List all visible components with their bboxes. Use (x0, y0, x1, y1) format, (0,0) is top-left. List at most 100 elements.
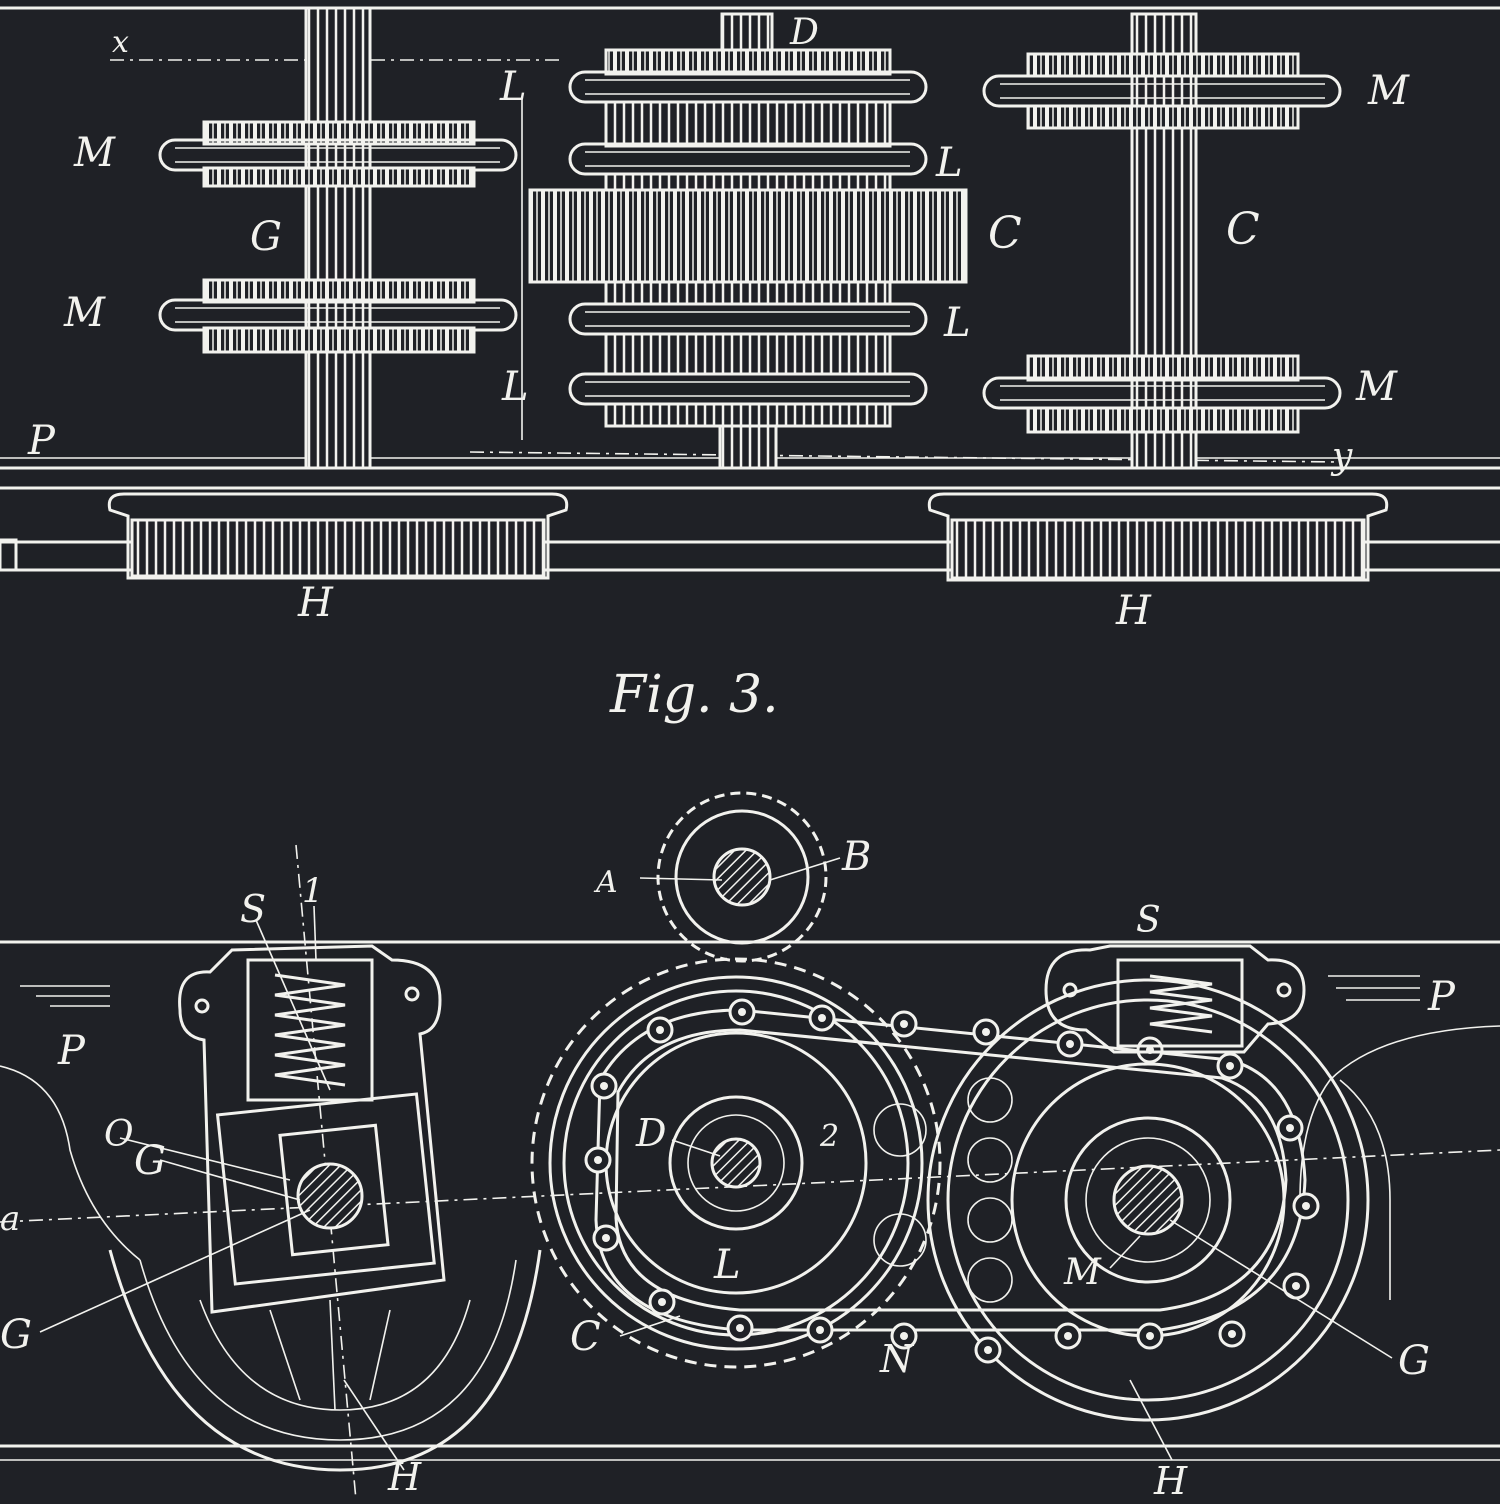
chain-roller-pin (818, 1014, 826, 1022)
pinion-B (656, 791, 828, 963)
wheel-H-left (108, 1249, 542, 1472)
top-elevation-view: x y D P L L L L M M M M G C C H H (0, 6, 1500, 634)
center-collar-top (604, 48, 892, 76)
center-line-y (469, 451, 1341, 463)
label-M-2: M (63, 290, 106, 336)
chain-roller-pin (1228, 1330, 1236, 1338)
chain-roller-pin (600, 1082, 608, 1090)
chain-roller-pin (1302, 1202, 1310, 1210)
chain-roller-pin (594, 1156, 602, 1164)
shaft-G-right (1112, 1164, 1184, 1236)
spring-S-right (1149, 974, 1213, 1034)
left-collar-3 (202, 278, 476, 304)
frame-curve-left (0, 1065, 141, 1261)
center-disc-1 (568, 70, 928, 104)
label-M-4: M (1355, 364, 1398, 410)
center-shaft-top (720, 12, 774, 56)
chain-roller-pin (1286, 1124, 1294, 1132)
label-L-1: L (499, 64, 527, 110)
label-C-side: C (570, 1314, 601, 1360)
label-P-right: P (1427, 974, 1456, 1020)
side-elevation-view: A B S 1 S P P O G a G D 2 L M C N G H H (0, 791, 1500, 1503)
label-H-right: H (1115, 588, 1152, 634)
center-disc-4 (568, 372, 928, 406)
rail-ends (20, 975, 1420, 1007)
label-L-2: L (935, 140, 963, 186)
label-H-left: H (297, 580, 334, 626)
right-shaft-assembly (982, 12, 1342, 470)
center-hub-5 (604, 402, 892, 428)
label-G-right: G (1398, 1338, 1430, 1384)
label-2: 2 (819, 1119, 839, 1154)
left-collar-2 (202, 166, 476, 188)
label-a: a (0, 1199, 20, 1239)
shaft-A (712, 847, 772, 907)
frame-curve-right-inner (1339, 1079, 1391, 1300)
label-G-top: G (250, 214, 282, 260)
label-H-side-left: H (387, 1455, 422, 1499)
label-N: N (879, 1337, 915, 1381)
chain-roller-pin (1226, 1062, 1234, 1070)
right-collar-3 (1026, 354, 1300, 382)
center-hub-4 (604, 332, 892, 376)
label-C-center: C (988, 208, 1022, 259)
label-D-top: D (789, 12, 819, 53)
label-M-3: M (1367, 68, 1410, 114)
spur-gear-c (528, 188, 968, 284)
label-P-top: P (27, 418, 56, 464)
center-hub-3 (604, 280, 892, 306)
label-S-right: S (1136, 900, 1161, 941)
chain-roller-pin (816, 1326, 824, 1334)
figure-caption: Fig. 3. (609, 665, 779, 725)
center-disc-2 (568, 142, 928, 176)
label-P-left: P (57, 1028, 86, 1074)
left-shaft (304, 6, 372, 470)
label-y: y (1330, 436, 1353, 477)
chain-roller-pin (900, 1332, 908, 1340)
right-spring-box (1044, 944, 1306, 1054)
label-S-left: S (240, 887, 266, 931)
spring-S-left (274, 973, 346, 1087)
shaft-D (710, 1137, 762, 1189)
chain-roller-pin (1064, 1332, 1072, 1340)
right-wheel-top (927, 492, 1389, 582)
label-G-box: G (134, 1138, 166, 1184)
chain-roller-pin (736, 1324, 744, 1332)
left-wheel-top (107, 492, 569, 580)
chain-roller-pin (1066, 1040, 1074, 1048)
label-B: B (841, 834, 871, 880)
chain-roller-pin (738, 1008, 746, 1016)
label-M-1: M (73, 130, 116, 176)
left-collar-4 (202, 326, 476, 354)
right-collar-2 (1026, 104, 1300, 130)
center-gear-stack (528, 12, 968, 470)
chain-roller-pin (900, 1020, 908, 1028)
label-1: 1 (302, 871, 324, 911)
gear-lobes (873, 1077, 1013, 1303)
spring-housing (246, 958, 374, 1102)
chain-rollers (584, 998, 1320, 1364)
chain-roller-pin (1146, 1332, 1154, 1340)
center-line-a (0, 1149, 1500, 1223)
label-A: A (593, 865, 618, 900)
frame-curve-right (1299, 1025, 1500, 1201)
label-D-side: D (635, 1111, 666, 1155)
label-M-side: M (1063, 1252, 1102, 1293)
label-G-lower: G (0, 1312, 32, 1358)
chain-roller-pin (656, 1026, 664, 1034)
chain-roller-pin (602, 1234, 610, 1242)
chain-roller-pin (658, 1298, 666, 1306)
chain-roller-pin (1292, 1282, 1300, 1290)
center-shaft-bottom (718, 424, 778, 470)
chain-roller-pin (982, 1028, 990, 1036)
axle-G-left (296, 1162, 364, 1230)
wheel-H-right (926, 978, 1370, 1422)
chain-roller-pin (984, 1346, 992, 1354)
label-L-side: L (713, 1242, 741, 1288)
label-L-4: L (501, 364, 529, 410)
label-C-right: C (1226, 204, 1260, 255)
center-hub-1 (604, 100, 892, 148)
right-shaft (1130, 12, 1198, 470)
